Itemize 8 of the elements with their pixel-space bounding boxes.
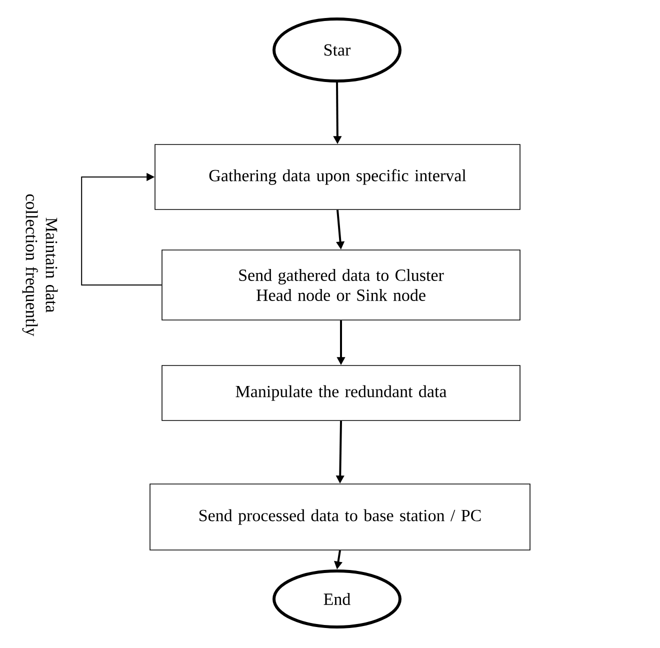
process-box: Gathering data upon specific interval <box>154 144 520 210</box>
process-box: Send processed data to base station / PC <box>150 484 530 550</box>
arrow <box>81 172 162 286</box>
terminal-oval: End <box>272 570 402 628</box>
terminal-oval: Star <box>272 18 402 82</box>
edge-label: Maintain data collection frequently <box>22 194 58 336</box>
process-box: Manipulate the redundant data <box>162 365 520 421</box>
process-box: Send gathered data to Cluster Head node or Sink node <box>162 250 520 320</box>
